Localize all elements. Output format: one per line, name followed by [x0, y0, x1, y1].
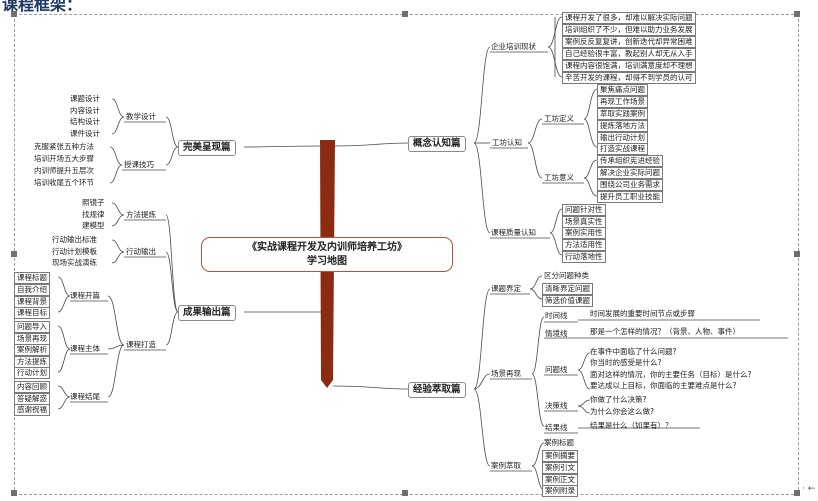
leaf-question-4[interactable]: 要达成以上目标，你面临的主要难点是什么?	[590, 381, 737, 390]
topic-workshop-def[interactable]: 工坊定义	[544, 114, 574, 123]
leaf-question-3[interactable]: 面对这样的情况，你的主要任务（目标）是什么?	[590, 370, 752, 379]
leaf-def-3[interactable]: 萃取实践案例	[597, 108, 648, 120]
leaf-quality-4[interactable]: 方法适用性	[562, 239, 606, 251]
leaf-case-5[interactable]: 案例附录	[542, 485, 578, 497]
resize-handle-mr[interactable]	[794, 251, 800, 257]
leaf-def-4[interactable]: 提炼落地方法	[597, 120, 648, 132]
leaf-timeline[interactable]: 时间发展的重要时间节点或步骤	[590, 309, 695, 318]
topic-question[interactable]: 问题线	[545, 365, 568, 374]
topic-emotion[interactable]: 情境线	[545, 329, 568, 338]
leaf-sig-3[interactable]: 围绕公司业务需求	[597, 179, 663, 191]
topic-course-opening[interactable]: 课程开篇	[70, 291, 100, 300]
central-topic-title: 《实战课程开发及内训师培养工坊》	[247, 242, 407, 253]
leaf-case-3[interactable]: 案例引文	[542, 462, 578, 474]
leaf-question-2[interactable]: 你当时的感受是什么?	[590, 358, 662, 367]
leaf-method-1[interactable]: 照镜子	[82, 198, 105, 207]
leaf-scope-3[interactable]: 筛选价值课题	[542, 295, 593, 307]
resize-handle-tm[interactable]	[402, 11, 408, 17]
leaf-skill-2[interactable]: 培训开场五大步骤	[34, 154, 94, 163]
page-heading: 课程框架：	[2, 0, 83, 14]
resize-handle-bm[interactable]	[402, 490, 408, 496]
leaf-action-2[interactable]: 行动计划模板	[52, 247, 97, 256]
leaf-action-1[interactable]: 行动输出标准	[52, 235, 97, 244]
leaf-def-6[interactable]: 打造实战课程	[597, 143, 648, 155]
topic-scope[interactable]: 课题界定	[491, 284, 521, 293]
leaf-case-1[interactable]: 案例标题	[544, 438, 574, 447]
leaf-decision-1[interactable]: 你做了什么决策?	[590, 395, 647, 404]
topic-teaching-skill[interactable]: 授课技巧	[124, 160, 154, 169]
leaf-def-2[interactable]: 再现工作场景	[597, 96, 648, 108]
return-arrow-icon: · ←	[802, 484, 816, 494]
branch-perfect[interactable]: 完美呈现篇	[178, 140, 236, 156]
leaf-opening-2[interactable]: 自我介绍	[14, 284, 50, 296]
leaf-emotion[interactable]: 那是一个怎样的情况？（背景、人物、事件）	[590, 327, 740, 336]
leaf-scope-1[interactable]: 区分问题种类	[544, 271, 589, 280]
topic-course-build[interactable]: 课程打造	[126, 340, 156, 349]
leaf-body-1[interactable]: 问题导入	[14, 321, 50, 333]
topic-corp-status[interactable]: 企业培训现状	[491, 42, 536, 51]
leaf-skill-1[interactable]: 克服紧张五种方法	[34, 142, 94, 151]
leaf-action-3[interactable]: 现场实战演练	[52, 258, 97, 267]
resize-handle-br[interactable]	[794, 490, 800, 496]
leaf-case-2[interactable]: 案例摘要	[542, 450, 578, 462]
topic-method[interactable]: 方法提炼	[126, 210, 156, 219]
topic-decision[interactable]: 决策线	[545, 401, 568, 410]
resize-handle-ml[interactable]	[11, 251, 17, 257]
leaf-method-2[interactable]: 找规律	[82, 210, 105, 219]
leaf-skill-3[interactable]: 内训师提升五层次	[34, 166, 94, 175]
resize-handle-tl[interactable]	[11, 11, 17, 17]
resize-handle-bl[interactable]	[11, 490, 17, 496]
leaf-corp-1[interactable]: 课程开发了很多，却难以解决实际问题	[562, 12, 696, 24]
leaf-decision-2[interactable]: 为什么你会这么做?	[590, 407, 654, 416]
leaf-opening-1[interactable]: 课程标题	[14, 272, 50, 284]
branch-concept[interactable]: 概念认知篇	[408, 136, 466, 152]
topic-workshop-significance[interactable]: 工坊意义	[544, 173, 574, 182]
topic-course-ending[interactable]: 课程结尾	[70, 392, 100, 401]
leaf-ending-1[interactable]: 内容回顾	[14, 381, 50, 393]
topic-action[interactable]: 行动输出	[126, 247, 156, 256]
leaf-corp-3[interactable]: 案例反反复复讲，创新迭代却异常困难	[562, 36, 696, 48]
leaf-design-3[interactable]: 结构设计	[70, 117, 100, 126]
leaf-question-1[interactable]: 在事件中面临了什么问题?	[590, 347, 677, 356]
topic-case[interactable]: 案例萃取	[491, 461, 521, 470]
leaf-design-2[interactable]: 内容设计	[70, 106, 100, 115]
topic-timeline[interactable]: 时间线	[545, 311, 568, 320]
central-topic[interactable]: 《实战课程开发及内训师培养工坊》 学习地图	[201, 237, 453, 272]
leaf-sig-4[interactable]: 提升员工职业技能	[597, 191, 663, 203]
leaf-opening-4[interactable]: 课程目标	[14, 307, 50, 319]
leaf-design-1[interactable]: 课题设计	[70, 94, 100, 103]
central-topic-subtitle: 学习地图	[307, 256, 347, 267]
branch-output[interactable]: 成果输出篇	[178, 305, 236, 321]
topic-course-body[interactable]: 课程主体	[70, 344, 100, 353]
topic-workshop[interactable]: 工坊认知	[492, 138, 522, 147]
leaf-corp-2[interactable]: 培训组织了不少，但难以助力业务发展	[562, 24, 696, 36]
leaf-def-1[interactable]: 聚焦痛点问题	[597, 84, 648, 96]
leaf-sig-1[interactable]: 传承组织宪进经验	[597, 155, 663, 167]
leaf-design-4[interactable]: 课件设计	[70, 129, 100, 138]
leaf-corp-6[interactable]: 辛苦开发的课程，却得不到学员的认可	[562, 72, 696, 84]
leaf-quality-3[interactable]: 案例实用性	[562, 227, 606, 239]
leaf-quality-1[interactable]: 问题针对性	[562, 204, 606, 216]
leaf-corp-5[interactable]: 课程内容很饱满，培训满意度却不理想	[562, 60, 696, 72]
leaf-skill-4[interactable]: 培训收尾五个环节	[34, 178, 94, 187]
topic-teaching-design[interactable]: 教学设计	[126, 112, 156, 121]
leaf-method-3[interactable]: 建模型	[82, 221, 105, 230]
leaf-body-3[interactable]: 案例解析	[14, 344, 50, 356]
leaf-sig-2[interactable]: 解决企业实际问题	[597, 167, 663, 179]
topic-result[interactable]: 结果线	[545, 423, 568, 432]
resize-handle-tr[interactable]	[794, 11, 800, 17]
topic-scene[interactable]: 场景再现	[491, 369, 521, 378]
leaf-quality-5[interactable]: 行动落地性	[562, 251, 606, 263]
leaf-scope-2[interactable]: 清晰界定问题	[542, 283, 593, 295]
branch-experience[interactable]: 经验萃取篇	[408, 382, 466, 398]
leaf-ending-3[interactable]: 感谢祝福	[14, 404, 50, 416]
leaf-body-5[interactable]: 行动计划	[14, 367, 50, 379]
topic-course-quality[interactable]: 课程质量认知	[491, 228, 536, 237]
leaf-corp-4[interactable]: 自己经验很丰富，教起别人却无从入手	[562, 48, 696, 60]
leaf-result[interactable]: 结果是什么（如果有）？	[590, 421, 673, 430]
